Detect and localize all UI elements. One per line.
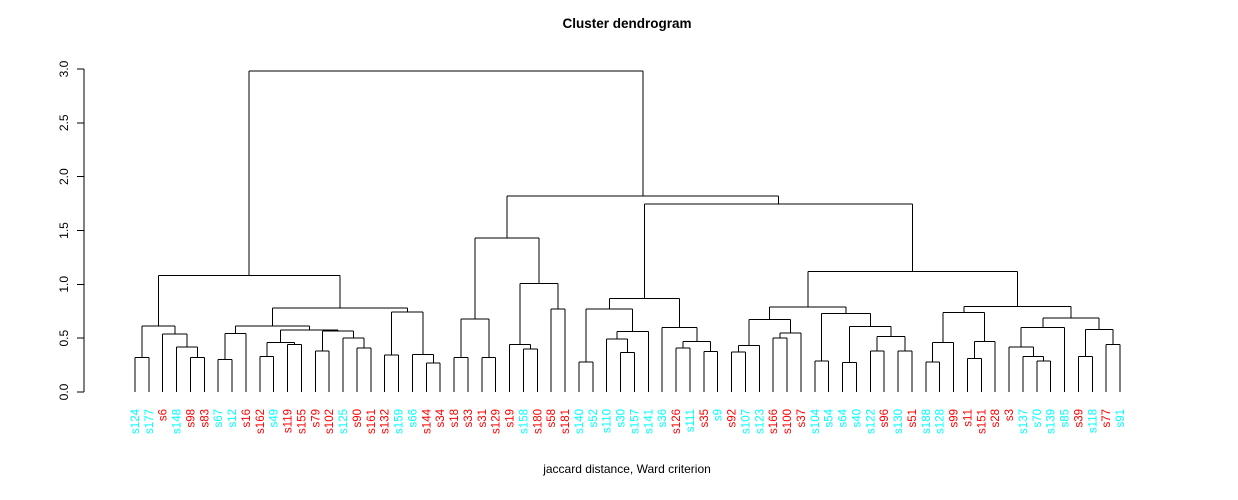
leaf-label: s132 [380, 409, 392, 434]
leaf-label: s79 [310, 409, 322, 428]
leaf-label: s66 [407, 409, 419, 428]
leaf-label: s123 [754, 409, 766, 434]
leaf-label: s140 [574, 409, 586, 434]
leaf-label: s19 [505, 409, 517, 428]
leaf-label: s181 [560, 409, 572, 434]
leaf-label: s85 [1060, 409, 1072, 428]
leaf-label: s137 [1018, 409, 1030, 434]
leaf-label: s33 [463, 409, 475, 428]
leaf-label: s188 [921, 409, 933, 434]
leaf-label: s126 [671, 409, 683, 434]
leaf-label: s130 [893, 409, 905, 434]
leaf-label: s36 [657, 409, 669, 428]
leaf-label: s3 [1004, 409, 1016, 421]
leaf-label: s30 [616, 409, 628, 428]
leaf-label: s6 [158, 409, 170, 421]
leaf-label: s144 [421, 408, 433, 434]
leaf-label: s159 [394, 409, 406, 434]
leaf-label: s52 [588, 409, 600, 428]
y-tick-label: 2.5 [57, 114, 71, 131]
leaf-label: s98 [185, 409, 197, 428]
leaf-label: s67 [213, 409, 225, 428]
leaf-label: s162 [255, 409, 267, 434]
y-tick-label: 0.5 [57, 330, 71, 347]
leaf-label: s151 [976, 409, 988, 434]
leaf-label: s111 [685, 409, 697, 432]
leaf-label: s58 [546, 409, 558, 428]
leaf-label: s100 [782, 409, 794, 434]
leaf-label: s148 [172, 409, 184, 434]
leaf-label: s107 [740, 409, 752, 434]
x-axis-label: jaccard distance, Ward criterion [543, 462, 711, 476]
leaf-label: s18 [449, 409, 461, 428]
leaf-label: s155 [296, 409, 308, 434]
leaf-label: s31 [477, 409, 489, 428]
leaf-label: s92 [727, 409, 739, 428]
leaf-label: s157 [629, 409, 641, 434]
leaf-label: s64 [838, 408, 850, 427]
leaf-label: s90 [352, 409, 364, 428]
leaf-label: s16 [241, 409, 253, 428]
leaf-label: s83 [199, 409, 211, 428]
leaf-label: s177 [144, 409, 156, 434]
leaf-label: s37 [796, 409, 808, 428]
leaf-label: s40 [851, 409, 863, 428]
chart-title: Cluster dendrogram [562, 16, 692, 31]
leaf-label: s35 [699, 409, 711, 428]
leaf-label: s128 [935, 409, 947, 434]
y-tick-label: 1.0 [57, 276, 71, 293]
y-tick-label: 3.0 [57, 60, 71, 77]
leaf-label: s180 [532, 409, 544, 434]
y-tick-label: 0.0 [57, 383, 71, 400]
leaf-label: s104 [810, 408, 822, 434]
leaf-label: s39 [1073, 409, 1085, 428]
leaf-label: s99 [949, 409, 961, 428]
leaf-label: s96 [879, 409, 891, 428]
leaf-label: s77 [1101, 409, 1113, 428]
leaf-label: s118 [1087, 409, 1099, 433]
y-tick-label: 2.0 [57, 168, 71, 185]
leaf-label: s34 [435, 408, 447, 427]
leaf-label: s28 [990, 409, 1002, 428]
leaf-label: s91 [1115, 409, 1127, 428]
leaf-label: s9 [713, 409, 725, 421]
leaf-label: s54 [824, 408, 836, 427]
leaf-label: s158 [518, 409, 530, 434]
leaf-label: s122 [865, 409, 877, 434]
leaf-label: s139 [1046, 409, 1058, 434]
leaf-label: s12 [227, 409, 239, 428]
leaf-label: s129 [491, 409, 503, 434]
leaf-label: s102 [324, 409, 336, 434]
leaf-label: s161 [366, 409, 378, 434]
leaf-label: s51 [907, 409, 919, 428]
leaf-label: s110 [602, 409, 614, 433]
leaf-label: s124 [130, 408, 142, 434]
leaf-label: s119 [283, 409, 295, 433]
leaf-label: s11 [962, 409, 974, 427]
leaf-label: s49 [269, 409, 281, 428]
leaf-label: s141 [643, 409, 655, 434]
leaf-label: s70 [1032, 409, 1044, 428]
leaf-label: s166 [768, 409, 780, 434]
y-tick-label: 1.5 [57, 222, 71, 239]
leaf-label: s125 [338, 409, 350, 434]
